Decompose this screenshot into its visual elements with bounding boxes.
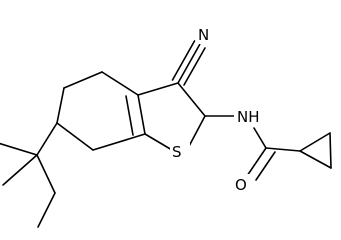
atom-label-nh: NH <box>234 106 266 126</box>
thiophene-ring <box>125 82 206 151</box>
nitrile-n-label: N <box>198 26 209 44</box>
cyclohexane-ring <box>56 71 146 151</box>
nitrile-triple-bond <box>171 40 206 86</box>
atom-label-nitrile-n: N <box>196 24 214 44</box>
thiophene-s-label: S <box>172 143 182 161</box>
amide-linkage <box>204 115 301 181</box>
atom-label-oxygen: O <box>233 174 253 194</box>
tert-pentyl-group <box>0 122 58 228</box>
molecule-diagram: N NH S O <box>0 24 332 228</box>
amide-nh-label: NH <box>237 108 260 126</box>
carbonyl-o-label: O <box>235 176 247 194</box>
atom-label-sulfur: S <box>170 141 190 161</box>
cyclopropyl-ring <box>299 132 332 169</box>
structure-svg: N NH S O <box>0 24 332 228</box>
